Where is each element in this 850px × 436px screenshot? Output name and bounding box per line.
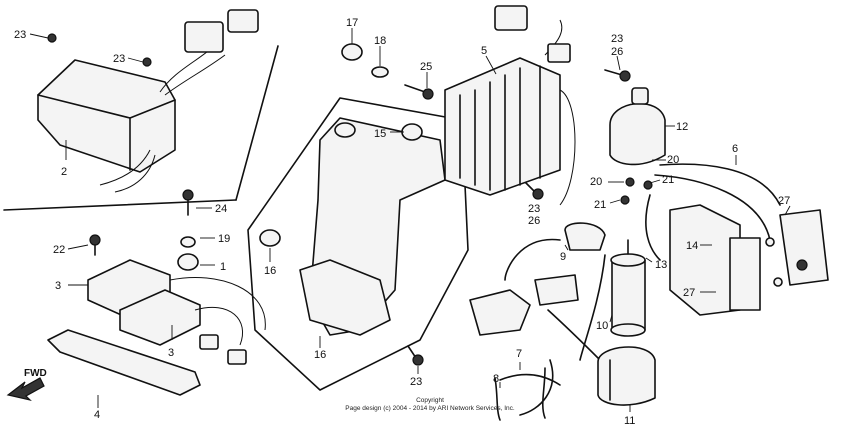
callout-3-b: 3 — [168, 347, 174, 359]
ignitor-parts — [87, 259, 266, 365]
callout-6: 6 — [732, 143, 738, 155]
callout-10: 10 — [596, 320, 608, 332]
callout-22: 22 — [53, 244, 65, 256]
grommet-1-part — [177, 236, 199, 271]
callout-18: 18 — [374, 35, 386, 47]
callout-16-a: 16 — [264, 265, 276, 277]
cable-part — [469, 238, 606, 361]
copyright-line1: Copyright — [416, 397, 444, 404]
bolts — [89, 69, 631, 366]
callout-23-e: 23 — [410, 376, 422, 388]
copyright-notice: Copyright Page design (c) 2004 - 2014 by… — [300, 397, 560, 413]
callout-21-b: 21 — [594, 199, 606, 211]
callout-17: 17 — [346, 17, 358, 29]
callout-27-a: 27 — [778, 195, 790, 207]
callout-27-b: 27 — [683, 287, 695, 299]
callout-3-a: 3 — [55, 280, 61, 292]
control-box-part — [37, 9, 259, 193]
callout-21-a: 21 — [662, 174, 674, 186]
clamp-part — [564, 222, 606, 251]
callout-25: 25 — [420, 61, 432, 73]
callout-23-d: 23 — [528, 203, 540, 215]
bracket-part — [247, 97, 469, 391]
callout-15: 15 — [374, 128, 386, 140]
callout-2: 2 — [61, 166, 67, 178]
callout-20-a: 20 — [667, 154, 679, 166]
section-divider — [3, 45, 279, 211]
callout-26-a: 26 — [611, 46, 623, 58]
callout-8: 8 — [493, 373, 499, 385]
callout-19: 19 — [218, 233, 230, 245]
grommet-part — [341, 43, 389, 78]
callout-4: 4 — [94, 409, 100, 421]
callout-23-c: 23 — [611, 33, 623, 45]
callout-5: 5 — [481, 45, 487, 57]
callout-26-b: 26 — [528, 215, 540, 227]
callout-11: 11 — [624, 415, 635, 427]
callout-9: 9 — [560, 251, 566, 263]
harness-part — [645, 163, 783, 287]
callout-12: 12 — [676, 121, 688, 133]
fwd-label: FWD — [24, 368, 47, 379]
callout-7: 7 — [516, 348, 522, 360]
cables-7-8 — [494, 359, 561, 421]
callout-13: 13 — [655, 259, 667, 271]
plate-part — [47, 329, 201, 396]
callout-1: 1 — [220, 261, 226, 273]
fwd-arrow-icon — [6, 377, 45, 402]
starter-motor-part — [597, 346, 656, 406]
callout-labels: 23 23 2 17 18 25 5 23 26 12 15 6 20 20 2… — [14, 17, 791, 427]
cap-part — [609, 87, 666, 205]
callout-23-b: 23 — [113, 53, 125, 65]
callout-23-a: 23 — [14, 29, 26, 41]
callout-16-b: 16 — [314, 349, 326, 361]
callout-14: 14 — [686, 240, 698, 252]
copyright-line2: Page design (c) 2004 - 2014 by ARI Netwo… — [345, 405, 515, 412]
callout-20-b: 20 — [590, 176, 602, 188]
rectifier-part — [444, 5, 576, 206]
relay-bracket-part — [669, 204, 829, 316]
starter-relay-part — [610, 239, 646, 337]
callout-24: 24 — [215, 203, 227, 215]
